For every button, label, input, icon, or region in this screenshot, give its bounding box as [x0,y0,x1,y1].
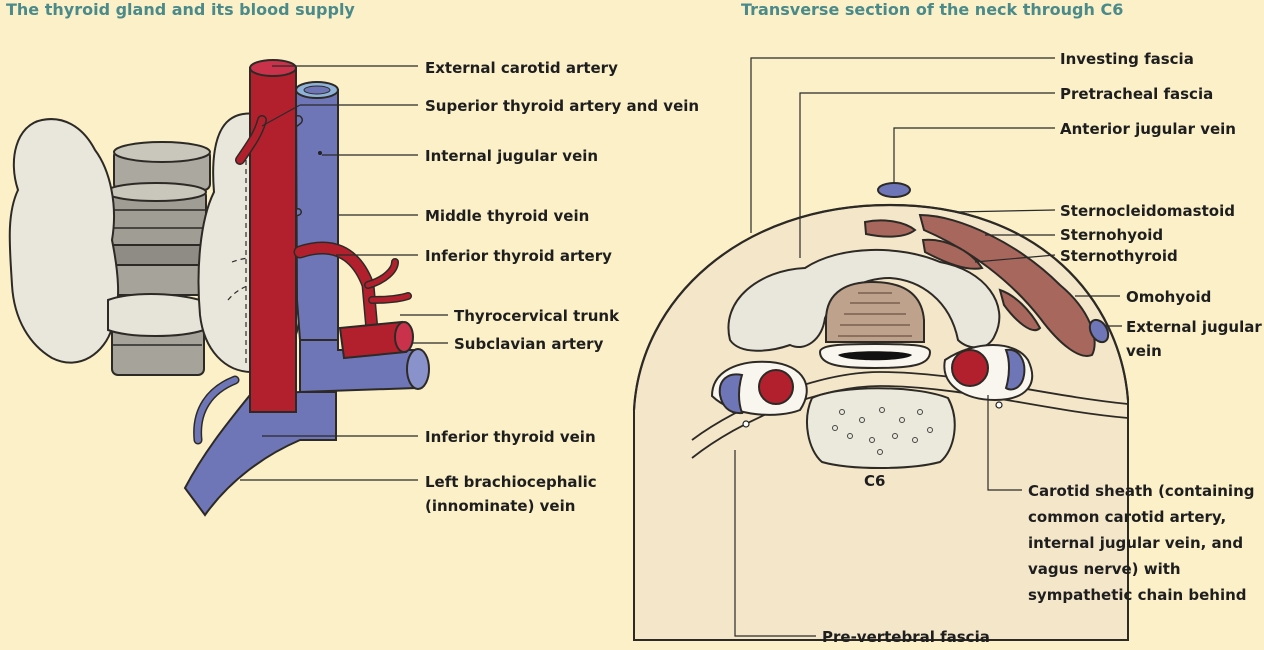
label-thyrocervical: Thyrocervical trunk [454,307,620,325]
carotid-sheath-left [710,360,808,416]
label-carotid-sheath-line1: Carotid sheath (containing [1028,482,1254,500]
right-panel-title: Transverse section of the neck through C… [741,0,1124,19]
label-external-carotid: External carotid artery [425,59,618,77]
label-middle-thyroid: Middle thyroid vein [425,207,589,225]
label-c6: C6 [864,472,885,490]
c6-vertebra [806,387,956,469]
label-external-jugular-line1: External jugular [1126,318,1262,336]
label-external-jugular-line2: vein [1126,342,1162,360]
label-internal-jugular: Internal jugular vein [425,147,598,165]
carotid-sheath-right [943,344,1034,402]
label-superior-thyroid: Superior thyroid artery and vein [425,97,699,115]
neck-section-diagram: Investing fascia Pretracheal fascia Ante… [632,50,1262,646]
label-inferior-thyroid-vein: Inferior thyroid vein [425,428,596,446]
label-prevertebral-fascia: Pre-vertebral fascia [822,628,990,646]
label-brachiocephalic-line2: (innominate) vein [425,497,575,515]
left-leader-lines [240,65,448,481]
right-leader-lines [734,57,1122,637]
label-omohyoid: Omohyoid [1126,288,1211,306]
label-carotid-sheath-line2: common carotid artery, [1028,508,1226,526]
label-inferior-thyroid-artery: Inferior thyroid artery [425,247,612,265]
strap-muscles [863,213,1096,357]
label-carotid-sheath-line4: vagus nerve) with [1028,560,1181,578]
label-carotid-sheath-line5: sympathetic chain behind [1028,586,1247,604]
carotid-artery [235,59,414,413]
label-sternohyoid: Sternohyoid [1060,226,1163,244]
trachea [105,141,211,376]
label-investing-fascia: Investing fascia [1060,50,1194,68]
label-subclavian: Subclavian artery [454,335,604,353]
thyroid-diagram: External carotid artery Superior thyroid… [8,59,699,517]
label-brachiocephalic-line1: Left brachiocephalic [425,473,597,491]
label-anterior-jugular: Anterior jugular vein [1060,120,1236,138]
left-panel-title: The thyroid gland and its blood supply [6,0,355,19]
thyroid-cross-section [727,248,1001,370]
label-sternothyroid: Sternothyroid [1060,247,1178,265]
label-carotid-sheath-line3: internal jugular vein, and [1028,534,1243,552]
label-pretracheal-fascia: Pretracheal fascia [1060,85,1213,103]
label-sternocleidomastoid: Sternocleidomastoid [1060,202,1235,220]
